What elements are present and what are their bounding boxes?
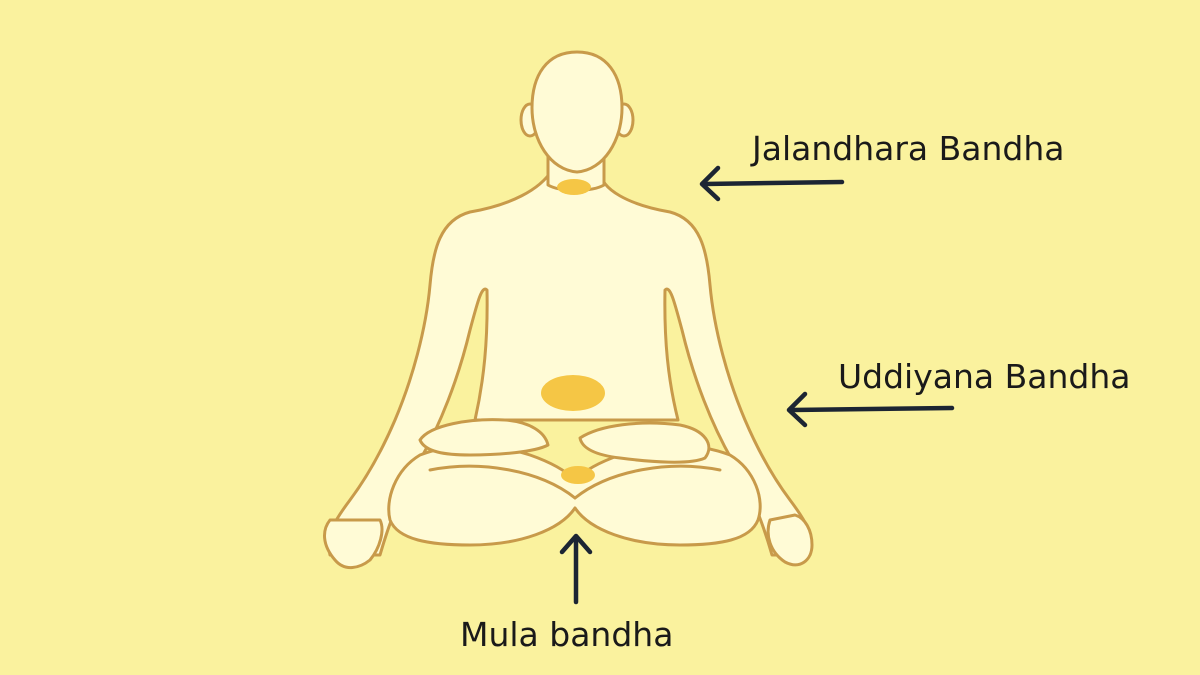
torso <box>327 168 813 557</box>
root-point <box>561 466 595 484</box>
mula-bandha-label: Mula bandha <box>460 615 674 654</box>
head <box>530 50 624 174</box>
leg-crease-left <box>428 464 577 500</box>
uddiyana-bandha-label: Uddiyana Bandha <box>838 357 1131 396</box>
mula-arrow <box>559 533 593 605</box>
navel-point <box>541 375 605 411</box>
meditating-figure <box>323 50 814 569</box>
left-hand <box>323 518 384 569</box>
leg-crease-right <box>573 464 722 500</box>
right-hand <box>766 513 814 567</box>
arrows <box>559 165 955 605</box>
throat-point <box>557 179 591 195</box>
uddiyana-arrow <box>786 391 955 428</box>
jalandhara-arrow <box>699 165 845 202</box>
bandha-points <box>541 179 605 484</box>
jalandhara-bandha-label: Jalandhara Bandha <box>752 129 1065 168</box>
right-foot <box>578 421 711 464</box>
left-foot <box>418 418 550 457</box>
